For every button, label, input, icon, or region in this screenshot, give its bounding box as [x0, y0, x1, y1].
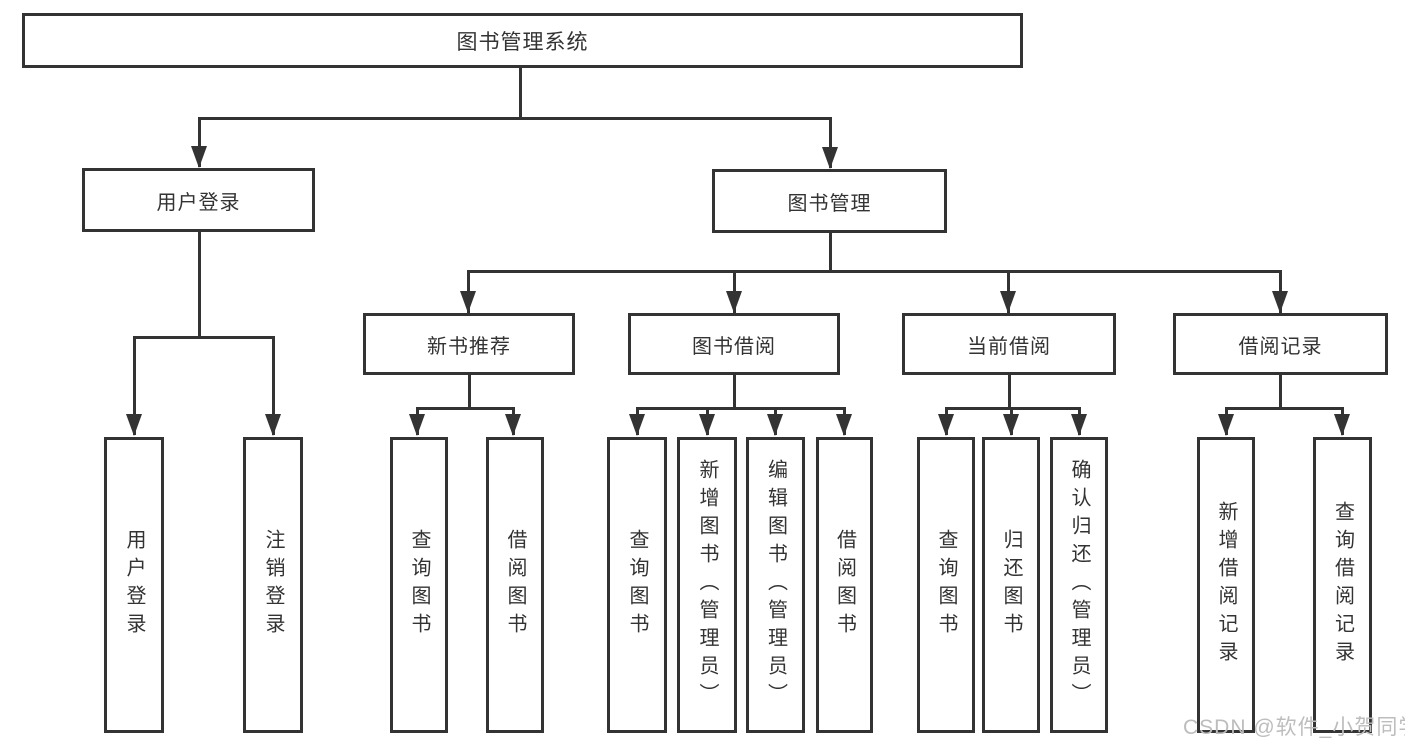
arrow-down-icon	[938, 414, 954, 436]
arrow-down-icon	[767, 414, 783, 436]
arrow-down-icon	[836, 414, 852, 436]
arrow-down-icon	[126, 414, 142, 436]
connector-leaf-stem	[133, 336, 136, 435]
connector-user-login-stem	[198, 117, 201, 167]
arrow-down-icon	[191, 146, 207, 168]
csdn-watermark: CSDN @软件_小贺同学	[1183, 716, 1405, 739]
node-root-label: 图书管理系统	[456, 30, 589, 54]
connector-root-stem	[519, 66, 522, 119]
leaf-edit-book-admin: 编辑图书（管理员）	[746, 437, 805, 733]
arrow-down-icon	[822, 147, 838, 169]
connector-hline	[636, 407, 845, 410]
arrow-down-icon	[1218, 414, 1234, 436]
leaf-edit-book-admin-label: 编辑图书（管理员）	[764, 459, 787, 711]
connector-down	[468, 373, 471, 410]
node-borrowing-records-label: 借阅记录	[1238, 335, 1323, 358]
leaf-user-login: 用户登录	[104, 437, 164, 733]
leaf-confirm-return-admin: 确认归还（管理员）	[1050, 437, 1108, 733]
leaf-query-books-label: 查询图书	[626, 529, 648, 641]
node-root: 图书管理系统	[22, 13, 1023, 68]
connector-book-mgmt-stem	[829, 117, 832, 168]
connector-book-mgmt-down	[829, 232, 832, 273]
arrow-down-icon	[629, 414, 645, 436]
arrow-down-icon	[265, 414, 281, 436]
leaf-borrow-books: 借阅图书	[816, 437, 873, 733]
leaf-query-borrow-record-label: 查询借阅记录	[1331, 501, 1354, 669]
leaf-add-book-admin-label: 新增图书（管理员）	[696, 459, 718, 711]
arrow-down-icon	[409, 414, 425, 436]
leaf-query-borrow-record: 查询借阅记录	[1313, 437, 1372, 733]
connector-down	[733, 373, 736, 410]
leaf-borrow-books: 借阅图书	[486, 437, 544, 733]
leaf-query-books: 查询图书	[917, 437, 975, 733]
leaf-query-books: 查询图书	[607, 437, 667, 733]
connector-user-login-hline	[133, 336, 274, 339]
arrow-down-icon	[1071, 414, 1087, 436]
arrow-down-icon	[1272, 291, 1288, 313]
leaf-query-books-label: 查询图书	[408, 529, 430, 641]
leaf-add-borrow-record-label: 新增借阅记录	[1215, 501, 1237, 669]
arrow-down-icon	[460, 291, 476, 313]
leaf-query-books-label: 查询图书	[935, 529, 957, 641]
leaf-add-borrow-record: 新增借阅记录	[1197, 437, 1255, 733]
connector-hline	[416, 407, 514, 410]
node-user-login: 用户登录	[82, 168, 315, 232]
arrow-down-icon	[1334, 414, 1350, 436]
node-book-borrowing-label: 图书借阅	[692, 335, 776, 358]
leaf-return-books-label: 归还图书	[1000, 529, 1022, 641]
node-new-book-recommendation-label: 新书推荐	[427, 335, 511, 358]
leaf-logout: 注销登录	[243, 437, 303, 733]
node-book-borrowing: 图书借阅	[628, 313, 840, 375]
node-current-borrowing-label: 当前借阅	[967, 335, 1051, 358]
node-borrowing-records: 借阅记录	[1173, 313, 1388, 375]
node-user-login-label: 用户登录	[156, 191, 241, 214]
leaf-user-login-label: 用户登录	[123, 529, 145, 641]
leaf-confirm-return-admin-label: 确认归还（管理员）	[1068, 459, 1090, 711]
arrow-down-icon	[1000, 291, 1016, 313]
leaf-add-book-admin: 新增图书（管理员）	[677, 437, 737, 733]
connector-book-mgmt-hline	[467, 270, 1281, 273]
arrow-down-icon	[726, 291, 742, 313]
connector-leaf-stem	[272, 336, 275, 435]
leaf-borrow-books-label: 借阅图书	[833, 529, 856, 641]
node-new-book-recommendation: 新书推荐	[363, 313, 575, 375]
node-book-management-label: 图书管理	[787, 192, 872, 215]
leaf-borrow-books-label: 借阅图书	[504, 529, 526, 641]
leaf-query-books: 查询图书	[390, 437, 448, 733]
node-current-borrowing: 当前借阅	[902, 313, 1116, 375]
connector-down	[1279, 373, 1282, 410]
leaf-return-books: 归还图书	[982, 437, 1040, 733]
leaf-logout-label: 注销登录	[262, 529, 284, 641]
node-book-management: 图书管理	[712, 169, 947, 233]
connector-down	[1008, 373, 1011, 410]
arrow-down-icon	[1003, 414, 1019, 436]
connector-hline	[1225, 407, 1343, 410]
arrow-down-icon	[505, 414, 521, 436]
connector-user-login-down	[198, 231, 201, 339]
arrow-down-icon	[699, 414, 715, 436]
connector-root-hline	[198, 117, 832, 120]
